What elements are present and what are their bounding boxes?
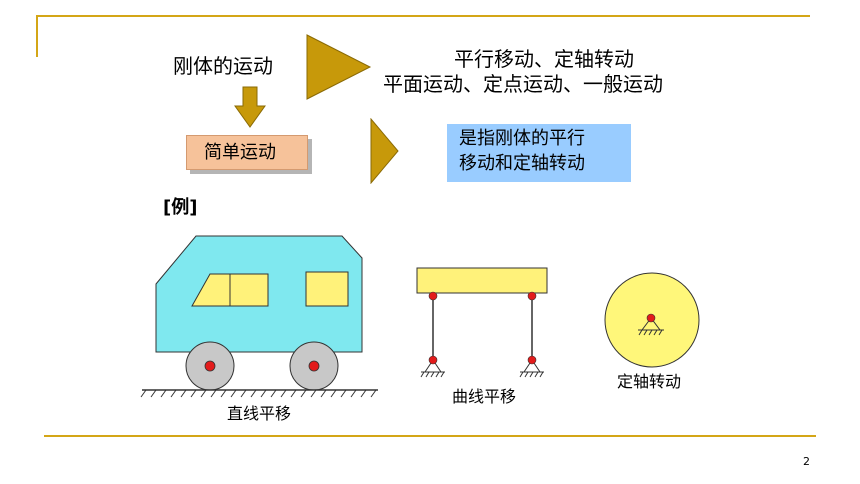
car-caption: 直线平移 [227,404,292,423]
four-bar-diagram [416,267,548,378]
simple-motion-label: 简单运动 [204,142,276,163]
rigid-body-motion-label: 刚体的运动 [173,54,273,78]
joint-top-left [428,291,438,301]
page-number: 2 [803,455,810,468]
joint-bottom-left [428,355,438,365]
four-bar-caption: 曲线平移 [452,387,517,406]
disc-caption: 定轴转动 [617,372,682,391]
bottom-rule [44,435,816,437]
motion-types-line-1: 平行移动、定轴转动 [454,47,634,71]
arrow-down [234,86,266,128]
car-window-middle [229,273,269,307]
example-label: [例] [163,197,198,218]
arrow-right-large [306,34,372,100]
top-rule [36,15,810,17]
joint-bottom-right [527,355,537,365]
definition-box [447,124,631,182]
simple-motion-box [186,135,308,170]
disc-diagram [604,272,700,368]
definition-line-1: 是指刚体的平行 [459,128,585,149]
car-diagram [140,235,378,398]
disc-axis-joint [646,313,656,323]
linkage-bar [416,267,548,294]
joint-top-right [527,291,537,301]
arrow-right-small [370,118,399,184]
car-window-rear [305,271,349,307]
definition-line-2: 移动和定轴转动 [459,153,585,174]
left-rule [36,15,38,57]
motion-types-line-2: 平面运动、定点运动、一般运动 [383,72,663,96]
